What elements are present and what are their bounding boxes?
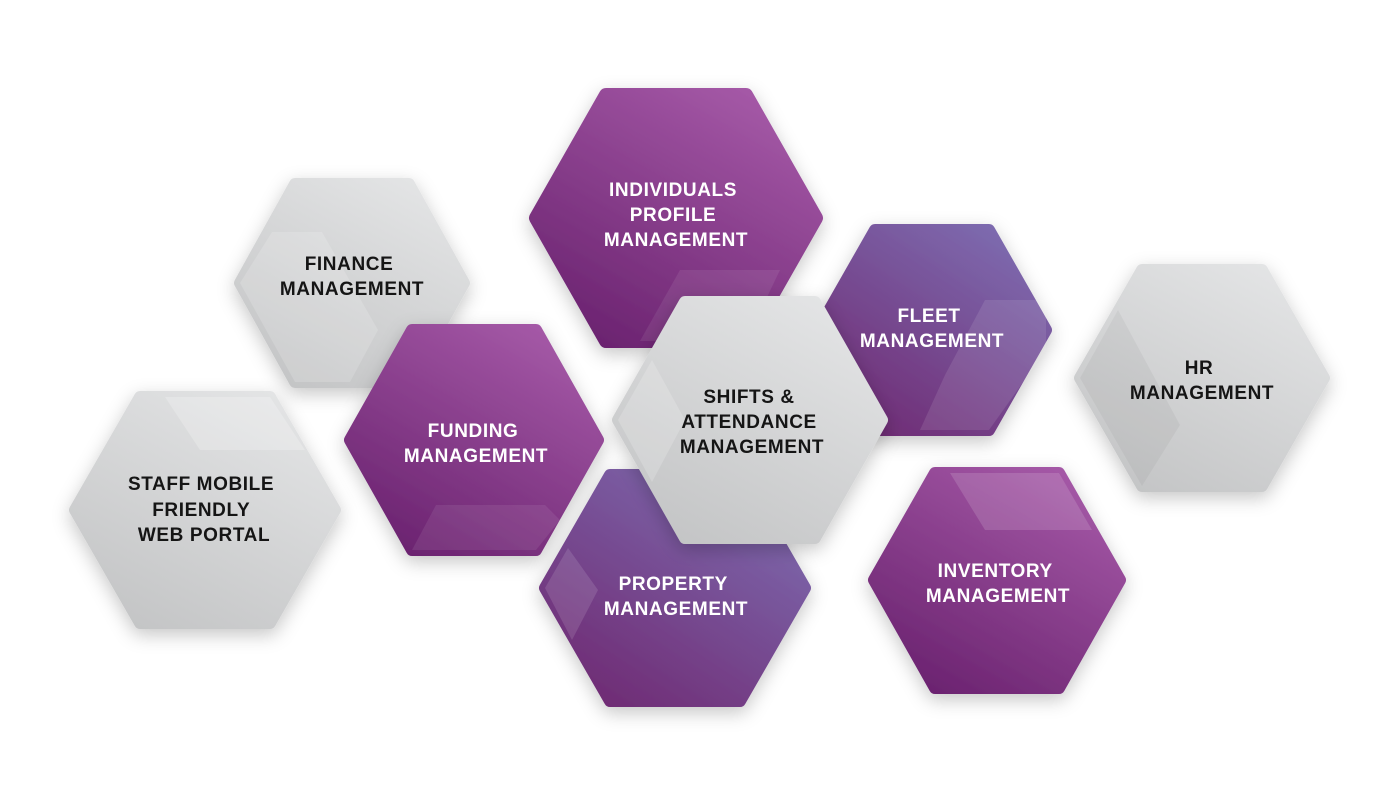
tile-label-line: MANAGEMENT xyxy=(680,437,824,458)
hexagon-facet xyxy=(412,505,560,550)
hexagon-facet xyxy=(240,232,378,382)
hexagon-facet xyxy=(1080,310,1180,486)
svg-text:SHIFTS & ATTENDANCE: SHIFTS & ATTENDANCE MANAGEMENT xyxy=(680,387,824,458)
tile-fleet: FLEET MANAGEMENT xyxy=(812,224,1052,436)
hexagon-shape xyxy=(344,324,604,556)
svg-text:INVENTORY MANAGEMENT: INVENTORY MANAGEMENT xyxy=(926,561,1070,607)
tile-label-line: FUNDING xyxy=(428,421,519,442)
tile-label-line: MANAGEMENT xyxy=(280,279,424,300)
hexagon-shape xyxy=(69,391,341,629)
tile-label-line: INDIVIDUALS xyxy=(609,180,737,201)
tile-label-line: STAFF MOBILE xyxy=(128,474,274,495)
tile-shifts-attendance: SHIFTS & ATTENDANCE MANAGEMENT xyxy=(612,296,888,544)
hexagon-facet xyxy=(545,548,598,640)
hexagon-shape xyxy=(612,296,888,544)
tile-individuals-profile: INDIVIDUALS PROFILE MANAGEMENT xyxy=(529,88,823,348)
tile-label-line: FINANCE xyxy=(305,254,394,275)
svg-text:STAFF MOBILE FRIENDLY: STAFF MOBILE FRIENDLY WEB PORTAL xyxy=(128,474,280,546)
hexagon-facet xyxy=(920,300,1046,430)
tile-label-line: FRIENDLY xyxy=(152,500,250,521)
tile-label-line: ATTENDANCE xyxy=(681,412,816,433)
hexagon-shape xyxy=(529,88,823,348)
svg-text:HR MANAGEMENT: HR MANAGEMENT xyxy=(1130,358,1274,404)
tile-label-line: INVENTORY xyxy=(938,561,1053,582)
tile-label-line: SHIFTS & xyxy=(703,387,794,408)
tile-label-line: WEB PORTAL xyxy=(138,525,270,546)
tile-label-line: PROPERTY xyxy=(619,574,728,595)
svg-text:FUNDING MANAGEMENT: FUNDING MANAGEMENT xyxy=(404,421,548,467)
hexagon-facet xyxy=(165,397,305,450)
hexagon-shape xyxy=(868,467,1126,694)
tile-label-line: MANAGEMENT xyxy=(604,599,748,620)
tile-hr: HR MANAGEMENT xyxy=(1074,264,1330,492)
svg-text:FLEET MANAGEMENT: FLEET MANAGEMENT xyxy=(860,306,1004,352)
hexagon-facet xyxy=(618,360,685,482)
hexagon-shape xyxy=(1074,264,1330,492)
tile-staff-portal: STAFF MOBILE FRIENDLY WEB PORTAL xyxy=(69,391,341,629)
tile-funding: FUNDING MANAGEMENT xyxy=(344,324,604,556)
svg-text:PROPERTY MANAGEMENT: PROPERTY MANAGEMENT xyxy=(604,574,748,620)
tile-label-line: PROFILE xyxy=(630,205,717,226)
tile-label-line: MANAGEMENT xyxy=(926,586,1070,607)
hexagon-facet xyxy=(950,473,1092,530)
tile-inventory: INVENTORY MANAGEMENT xyxy=(868,467,1126,694)
tile-label-line: MANAGEMENT xyxy=(604,230,748,251)
svg-text:FINANCE MANAGEMENT: FINANCE MANAGEMENT xyxy=(280,254,424,300)
tile-label-line: HR xyxy=(1185,358,1214,379)
tile-label-line: MANAGEMENT xyxy=(860,331,1004,352)
tile-label-line: FLEET xyxy=(897,306,960,327)
tile-label-line: MANAGEMENT xyxy=(404,446,548,467)
tile-label-line: MANAGEMENT xyxy=(1130,383,1274,404)
svg-text:INDIVIDUALS PROFILE: INDIVIDUALS PROFILE MANAGEMENT xyxy=(604,180,748,251)
